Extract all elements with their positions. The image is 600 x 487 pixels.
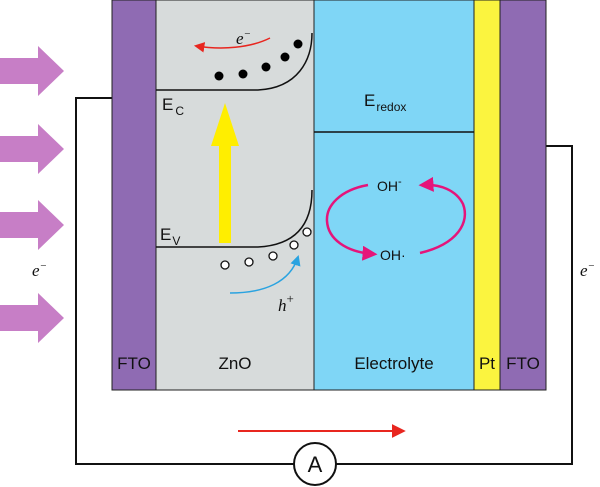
hydroxyl-radical-label: OH· <box>380 247 406 263</box>
hole-circle <box>244 257 254 267</box>
electron-label-left: e− <box>32 260 47 280</box>
hole-circle <box>302 227 312 237</box>
redox-level-label: Eredox <box>364 91 406 114</box>
hole-label: h+ <box>278 291 294 315</box>
redox-cycle <box>325 176 467 261</box>
electrons <box>214 39 303 81</box>
redox-arrow-to-ohradical-icon <box>325 183 378 261</box>
electron-dot <box>261 62 271 72</box>
conduction-band-edge <box>156 32 313 91</box>
light-arrow-icon <box>0 293 64 343</box>
light-arrow-icon <box>0 124 64 174</box>
pt-label: Pt <box>479 354 495 373</box>
hole-transfer-arrow-icon <box>229 255 301 294</box>
ammeter-label: A <box>308 452 323 477</box>
redox-arrow-to-ohminus-icon <box>418 176 467 255</box>
fto-left-layer <box>111 0 157 391</box>
electrolyte-layer <box>313 0 475 391</box>
external-circuit <box>75 97 573 465</box>
hole-circle <box>289 240 299 250</box>
electron-dot <box>214 71 224 81</box>
wire-right <box>336 145 573 465</box>
light-arrow-icon <box>0 46 64 96</box>
fto-left-label: FTO <box>117 354 151 373</box>
fto-right-layer <box>499 0 547 391</box>
valence-band-edge <box>156 189 313 248</box>
electron-dot <box>238 69 248 79</box>
hole-circle <box>220 260 230 270</box>
electron-label-right: e− <box>580 260 595 280</box>
ammeter-icon: A <box>293 442 337 486</box>
incident-light <box>0 46 64 343</box>
pt-layer <box>473 0 501 391</box>
light-arrow-icon <box>0 200 64 250</box>
cell-stack <box>111 0 547 391</box>
valence-band-label: EV <box>160 225 180 248</box>
electron-transfer-arrow-icon <box>193 37 271 53</box>
zno-layer <box>155 0 315 391</box>
fto-right-label: FTO <box>506 354 540 373</box>
excitation-arrow-icon <box>211 103 239 243</box>
hydroxide-label: OH- <box>377 176 402 194</box>
wire-left <box>75 97 294 465</box>
electron-label-top: e− <box>236 28 251 48</box>
electron-dot <box>293 39 303 49</box>
electrolyte-label: Electrolyte <box>354 354 433 373</box>
zno-label: ZnO <box>218 354 251 373</box>
hole-circle <box>268 251 278 261</box>
holes <box>220 227 312 270</box>
electron-dot <box>280 52 290 62</box>
